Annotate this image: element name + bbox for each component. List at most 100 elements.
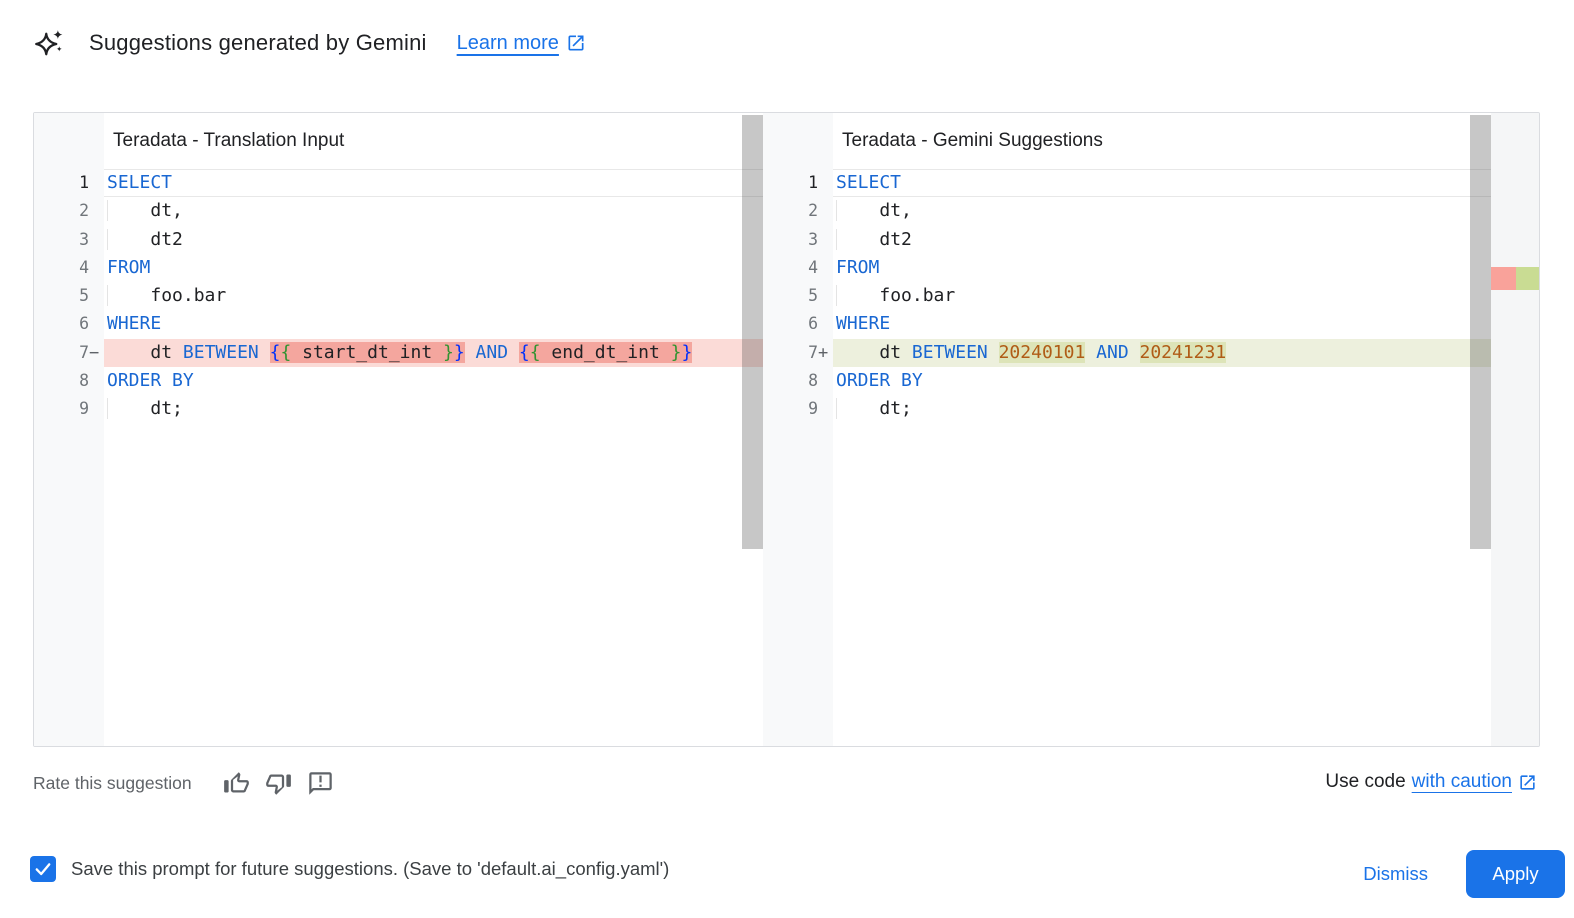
code-line-content: SELECT xyxy=(833,169,1491,197)
diff-line-marker xyxy=(818,367,833,395)
thumbs-down-icon xyxy=(266,774,291,795)
checkmark-icon xyxy=(35,863,51,876)
line-number: 8 xyxy=(808,371,818,391)
diff-line-marker xyxy=(89,395,104,423)
line-number: 4 xyxy=(808,257,818,277)
header: Suggestions generated by Gemini Learn mo… xyxy=(35,28,586,58)
code-line-content: dt, xyxy=(104,197,763,225)
thumbs-up-button[interactable] xyxy=(222,768,252,798)
line-number: 1 xyxy=(808,173,818,192)
with-caution-link[interactable]: with caution xyxy=(1411,771,1512,792)
line-number: 9 xyxy=(79,399,89,419)
code-line-content: SELECT xyxy=(104,169,763,197)
ruler-insertion-mark xyxy=(1516,267,1539,290)
line-number: 7 xyxy=(79,342,89,362)
line-number: 2 xyxy=(808,201,818,221)
code-line-content: WHERE xyxy=(107,313,162,335)
code-line-content: foo.bar xyxy=(833,282,1491,310)
save-prompt-row: Save this prompt for future suggestions.… xyxy=(30,856,669,882)
code-line: 7+ dt BETWEEN 20240101 AND 20241231 xyxy=(763,338,1491,368)
code-line-content: dt; xyxy=(833,395,1491,423)
code-line-content: dt BETWEEN 20240101 AND 20241231 xyxy=(833,338,1491,368)
diff-line-marker: + xyxy=(818,342,829,363)
line-number: 8 xyxy=(79,371,89,391)
feedback-button[interactable] xyxy=(306,768,336,798)
diff-line-marker: − xyxy=(89,342,100,363)
ruler-deletion-mark xyxy=(1491,267,1516,290)
diff-line-marker xyxy=(89,254,104,282)
right-scrollbar[interactable] xyxy=(1470,115,1491,549)
diff-line-marker xyxy=(818,395,833,423)
learn-more-label: Learn more xyxy=(456,31,559,54)
code-line-content: FROM xyxy=(107,256,151,278)
code-line-content: ORDER BY xyxy=(836,370,923,392)
diff-line-marker xyxy=(818,310,833,338)
code-line: 2 dt, xyxy=(763,197,1491,225)
diff-line-marker xyxy=(818,282,833,310)
diff-line-marker xyxy=(89,282,104,310)
code-line: 1 SELECT xyxy=(34,169,763,197)
feedback-icon xyxy=(309,771,332,795)
diff-overview-ruler[interactable] xyxy=(1491,113,1539,746)
diff-line-marker xyxy=(89,169,104,197)
external-link-icon xyxy=(1520,774,1535,790)
code-line-content: foo.bar xyxy=(104,282,763,310)
code-line-content: dt2 xyxy=(833,226,1491,254)
line-number-gutter xyxy=(763,113,833,746)
line-number: 1 xyxy=(79,173,89,192)
page-title: Suggestions generated by Gemini xyxy=(89,30,427,55)
code-line-content: WHERE xyxy=(836,313,891,335)
diff-changed-token: {{ start_dt_int }} xyxy=(269,341,465,363)
save-prompt-checkbox[interactable] xyxy=(30,856,56,882)
use-code-caution: Use code with caution xyxy=(1325,771,1537,793)
code-line: 8 ORDER BY xyxy=(34,367,763,395)
left-panel-title: Teradata - Translation Input xyxy=(113,130,345,151)
dismiss-button[interactable]: Dismiss xyxy=(1363,863,1428,884)
code-line-content: dt BETWEEN {{ start_dt_int }} AND {{ end… xyxy=(104,338,763,368)
right-panel-title: Teradata - Gemini Suggestions xyxy=(842,130,1103,151)
line-number: 7 xyxy=(808,342,818,362)
code-line-content: dt, xyxy=(833,197,1491,225)
code-line: 9 dt; xyxy=(763,395,1491,423)
line-number: 2 xyxy=(79,201,89,221)
rate-label: Rate this suggestion xyxy=(33,772,192,793)
code-line: 5 foo.bar xyxy=(34,282,763,310)
code-line-content: dt; xyxy=(104,395,763,423)
thumbs-up-icon xyxy=(224,771,249,792)
code-line-content: ORDER BY xyxy=(107,370,194,392)
diff-line-marker xyxy=(818,254,833,282)
learn-more-link[interactable]: Learn more xyxy=(457,32,586,55)
code-line: 1 SELECT xyxy=(763,169,1491,197)
diff-line-marker xyxy=(818,226,833,254)
code-line-content: dt2 xyxy=(104,226,763,254)
line-number: 3 xyxy=(79,229,89,249)
code-line: 7− dt BETWEEN {{ start_dt_int }} AND {{ … xyxy=(34,338,763,368)
code-line: 3 dt2 xyxy=(34,226,763,254)
left-scrollbar[interactable] xyxy=(742,115,763,549)
line-number: 3 xyxy=(808,229,818,249)
code-line-content: FROM xyxy=(836,256,880,278)
diff-line-marker xyxy=(818,169,833,197)
code-line: 3 dt2 xyxy=(763,226,1491,254)
thumbs-down-button[interactable] xyxy=(264,768,294,798)
gemini-sparkle-icon xyxy=(35,30,63,56)
line-number: 5 xyxy=(808,286,818,306)
diff-line-marker xyxy=(89,367,104,395)
diff-line-marker xyxy=(89,226,104,254)
footer-actions: Dismiss Apply xyxy=(1363,850,1565,898)
code-line: 4 FROM xyxy=(763,254,1491,282)
line-number: 4 xyxy=(79,257,89,277)
external-link-icon xyxy=(568,35,584,51)
diff-changed-token: {{ end_dt_int }} xyxy=(518,341,693,363)
line-number: 9 xyxy=(808,399,818,419)
diff-changed-token: 20240101 xyxy=(998,341,1086,363)
save-prompt-label: Save this prompt for future suggestions.… xyxy=(71,858,670,879)
apply-button[interactable]: Apply xyxy=(1466,850,1565,898)
rate-icons xyxy=(222,768,336,798)
